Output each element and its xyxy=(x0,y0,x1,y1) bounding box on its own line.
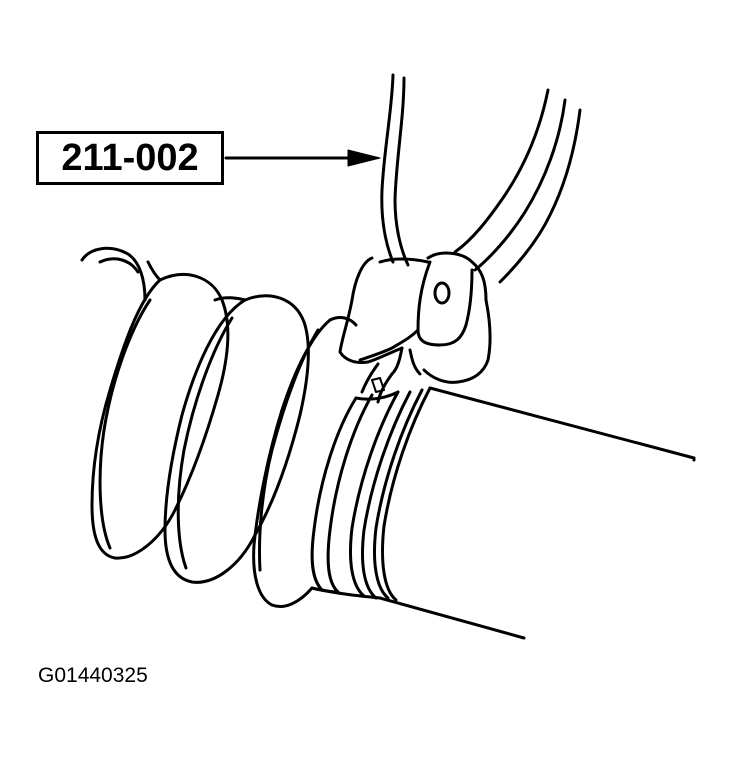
tool-handles xyxy=(380,73,582,284)
tool-jaw xyxy=(338,251,492,404)
axle-shaft xyxy=(378,386,696,640)
callout-arrow xyxy=(224,149,381,167)
figure-id: G01440325 xyxy=(38,664,148,687)
tool-number-label: 211-002 xyxy=(61,136,199,179)
tool-number-callout: 211-002 xyxy=(36,131,224,185)
boot-clamp-band xyxy=(310,386,432,602)
cv-boot xyxy=(80,246,358,608)
